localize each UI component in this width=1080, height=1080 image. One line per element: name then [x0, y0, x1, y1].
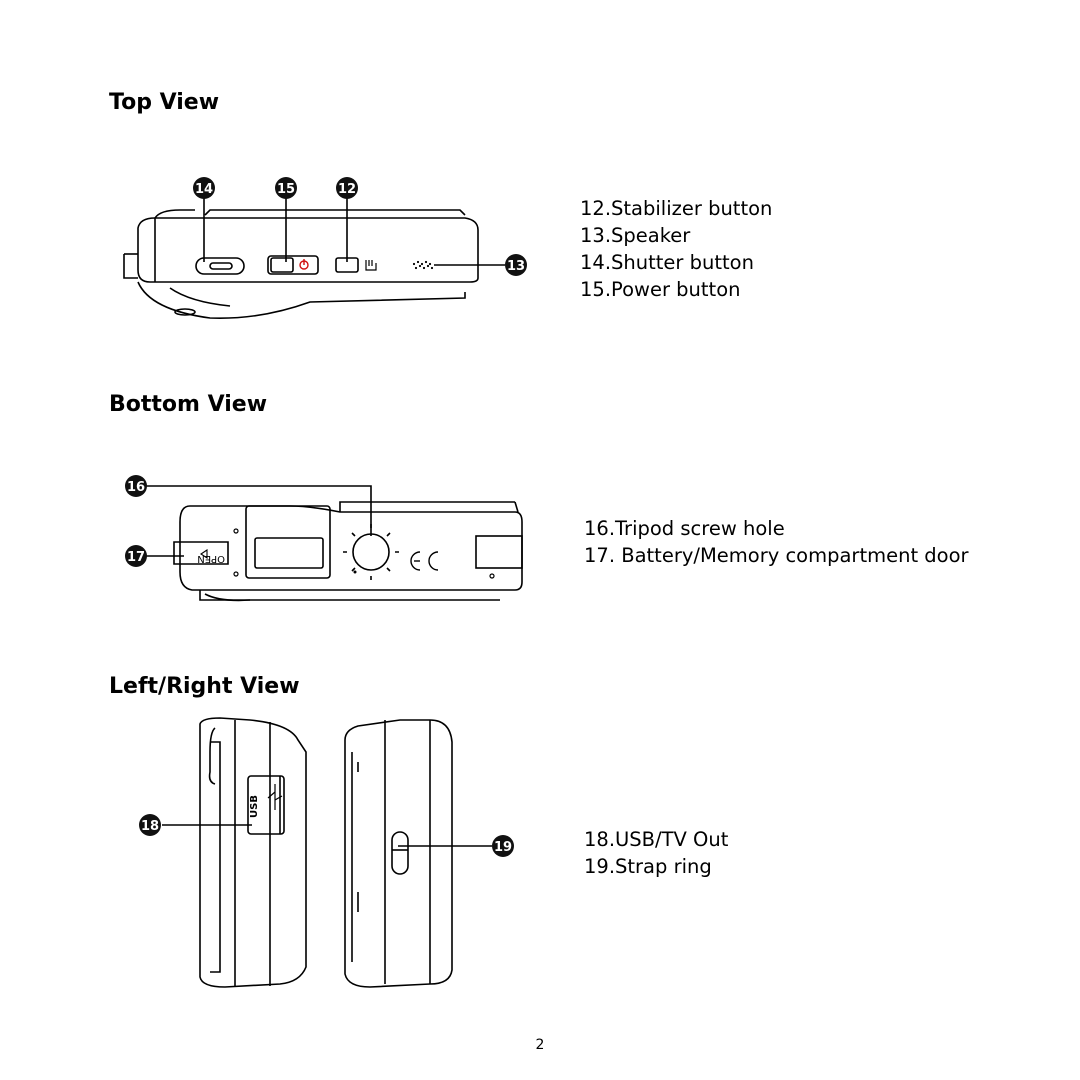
svg-text:17: 17	[127, 550, 145, 565]
callout-15: 15	[275, 177, 297, 199]
ce-mark-icon	[410, 551, 439, 571]
svg-text:OPEN: OPEN	[197, 553, 225, 564]
callout-14: 14	[193, 177, 215, 199]
camera-left-side	[199, 717, 307, 988]
usb-port-label: USB	[249, 795, 260, 818]
callout-17: 17	[125, 545, 147, 567]
svg-text:12: 12	[338, 182, 356, 197]
usb-icon	[267, 784, 283, 810]
svg-text:19: 19	[494, 840, 512, 855]
legend-item: 15.Power button	[580, 278, 741, 301]
top-view-figure: 14 15 12 13	[123, 177, 527, 319]
power-symbol-icon	[299, 259, 309, 270]
battery-door-shape	[245, 505, 331, 579]
usb-port-door	[247, 775, 285, 835]
svg-text:18: 18	[141, 819, 159, 834]
top-view-legend: 12.Stabilizer button 13.Speaker 14.Shutt…	[580, 195, 772, 303]
stabilizer-hand-icon	[365, 260, 377, 271]
side-view-figure: USB 18 19	[139, 717, 514, 988]
strap-ring-shape	[391, 831, 409, 875]
camera-bottom-body	[179, 505, 523, 591]
svg-text:13: 13	[507, 259, 525, 274]
legend-item: 13.Speaker	[580, 224, 691, 247]
legend-item: 16.Tripod screw hole	[584, 517, 785, 540]
bottom-view-heading: Bottom View	[109, 392, 268, 417]
page-number: 2	[535, 1037, 545, 1053]
legend-item: 17. Battery/Memory compartment door	[584, 544, 969, 567]
callout-18: 18	[139, 814, 161, 836]
svg-text:USB: USB	[249, 795, 260, 818]
shutter-button-shape	[195, 257, 245, 275]
side-view-legend: 18.USB/TV Out 19.Strap ring	[584, 826, 728, 880]
camera-top-body	[137, 217, 479, 283]
side-view-heading: Left/Right View	[109, 674, 300, 699]
power-button-shape	[270, 257, 294, 273]
open-arrow-icon	[200, 548, 208, 560]
callout-12: 12	[336, 177, 358, 199]
top-view-heading: Top View	[109, 90, 220, 115]
svg-text:15: 15	[277, 182, 295, 197]
callout-13: 13	[505, 254, 527, 276]
tripod-screw-hole-shape	[352, 533, 390, 571]
bottom-view-legend: 16.Tripod screw hole 17. Battery/Memory …	[584, 515, 969, 569]
callout-16: 16	[125, 475, 147, 497]
callout-19: 19	[492, 835, 514, 857]
camera-right-side	[344, 719, 453, 988]
speaker-grille-icon	[412, 260, 434, 270]
svg-text:14: 14	[195, 182, 213, 197]
open-label: OPEN	[197, 553, 225, 564]
svg-text:16: 16	[127, 480, 145, 495]
bottom-view-figure: OPEN 16 17	[125, 475, 523, 602]
legend-item: 19.Strap ring	[584, 855, 712, 878]
legend-item: 18.USB/TV Out	[584, 828, 729, 851]
legend-item: 14.Shutter button	[580, 251, 754, 274]
legend-item: 12.Stabilizer button	[580, 197, 773, 220]
